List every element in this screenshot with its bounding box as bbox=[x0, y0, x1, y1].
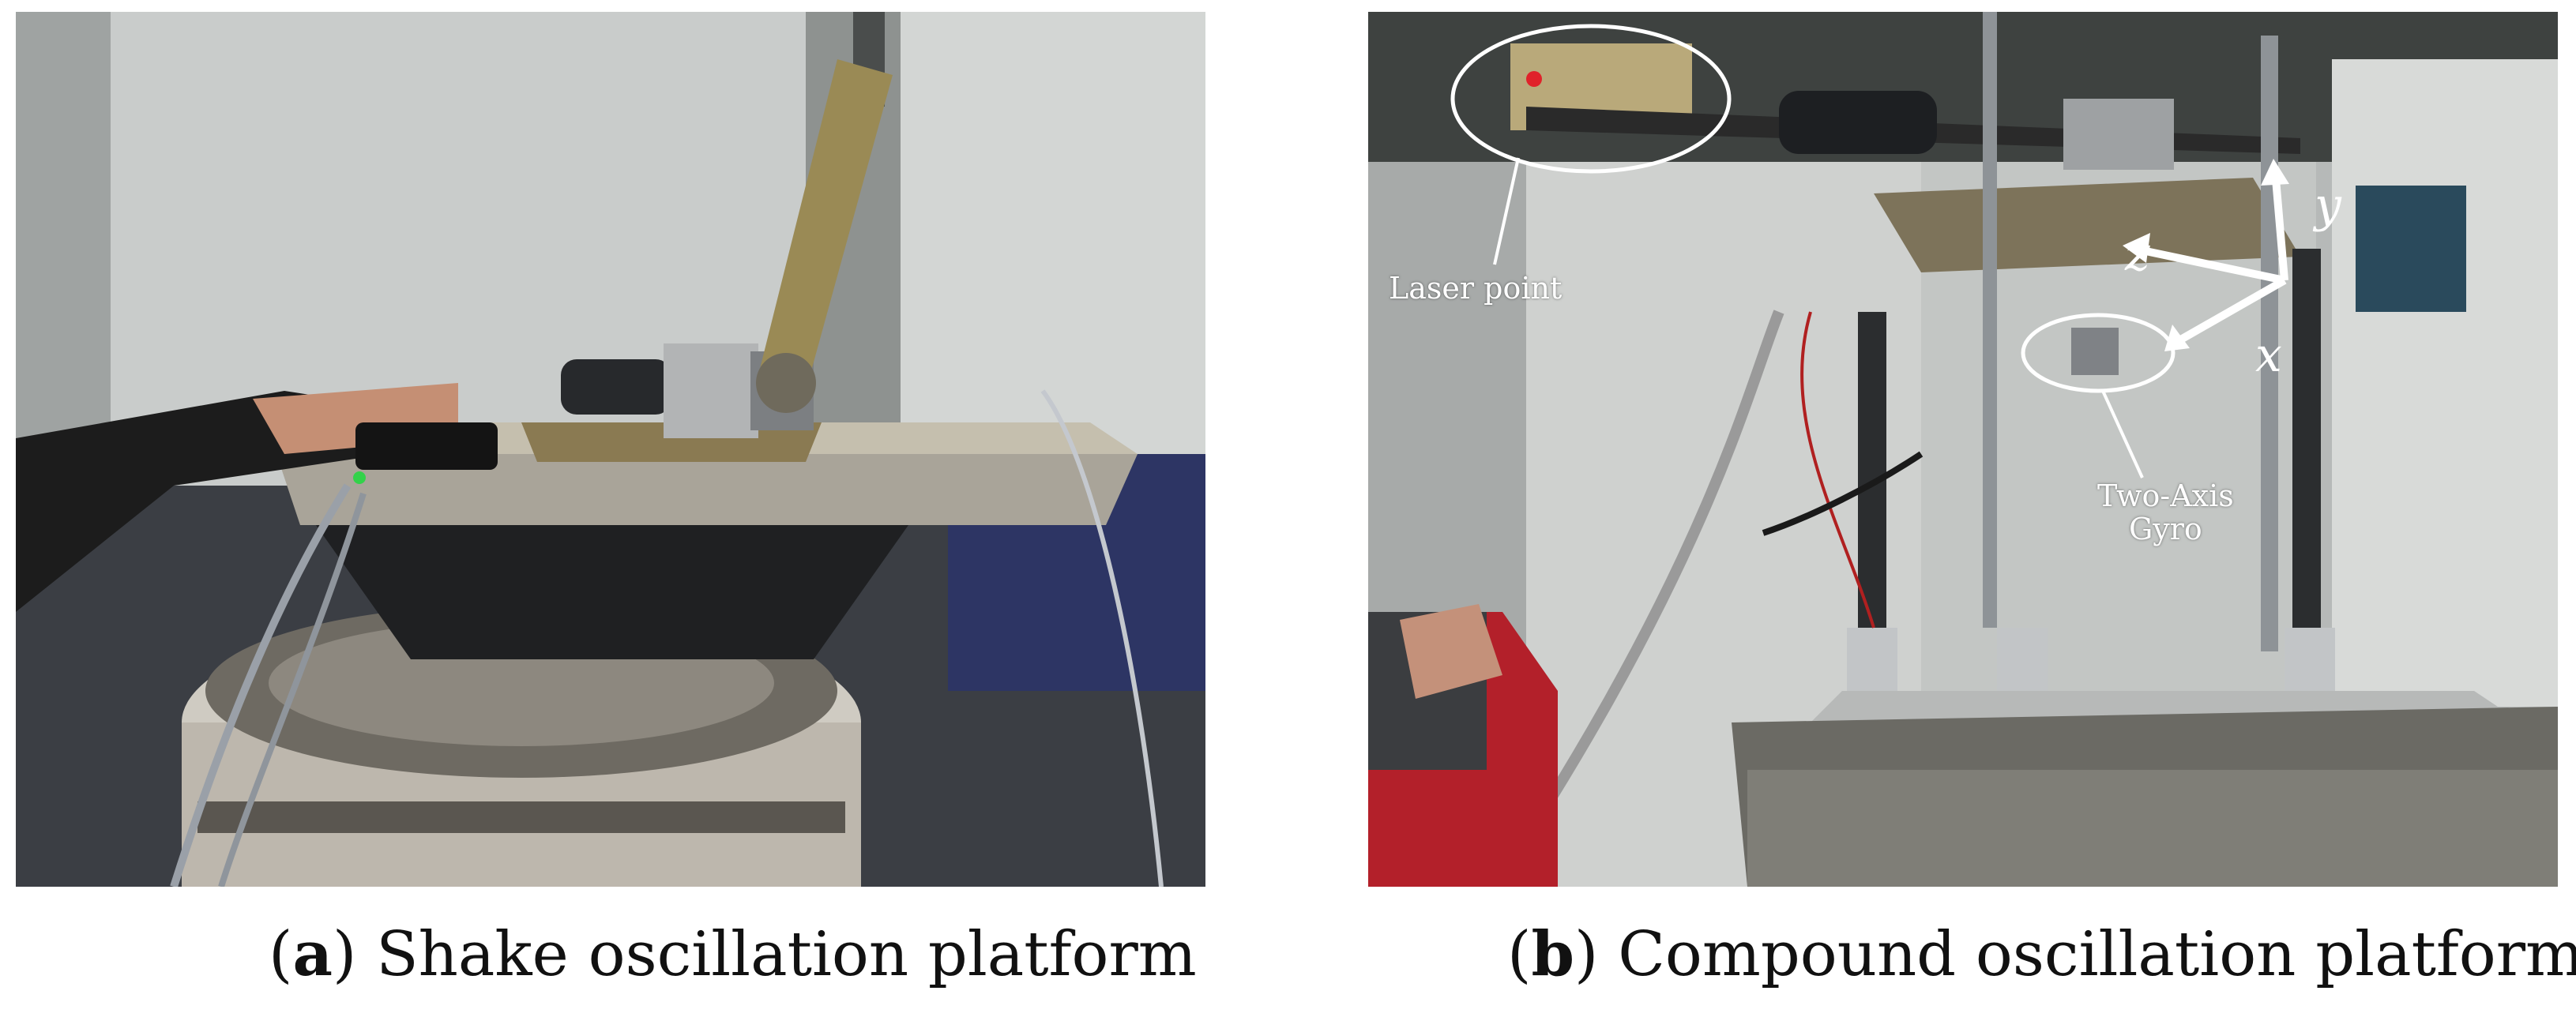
axis-y-label: y bbox=[2315, 178, 2341, 233]
caption-a-text: Shake oscillation platform bbox=[376, 919, 1197, 990]
axis-z-label: z bbox=[2125, 227, 2150, 282]
gyro-label-line1: Two-Axis bbox=[2097, 478, 2234, 513]
axis-x-label: x bbox=[2255, 328, 2282, 383]
two-axis-gyro-label: Two-Axis Gyro bbox=[2097, 478, 2234, 546]
compound-platform-illustration bbox=[1368, 12, 2558, 887]
caption-panel-a: (a) Shake oscillation platform bbox=[269, 918, 1197, 990]
caption-b-text: Compound oscillation platform bbox=[1618, 919, 2576, 990]
caption-b-letter: b bbox=[1531, 918, 1574, 990]
compound-platform-photo bbox=[1368, 12, 2558, 887]
shake-platform-photo bbox=[16, 12, 1205, 887]
caption-panel-b: (b) Compound oscillation platform bbox=[1507, 924, 2576, 986]
shake-platform-illustration bbox=[16, 12, 1205, 887]
laser-point-label: Laser point bbox=[1389, 271, 1563, 306]
caption-a-letter: a bbox=[292, 918, 333, 990]
gyro-label-line2: Gyro bbox=[2128, 511, 2202, 546]
